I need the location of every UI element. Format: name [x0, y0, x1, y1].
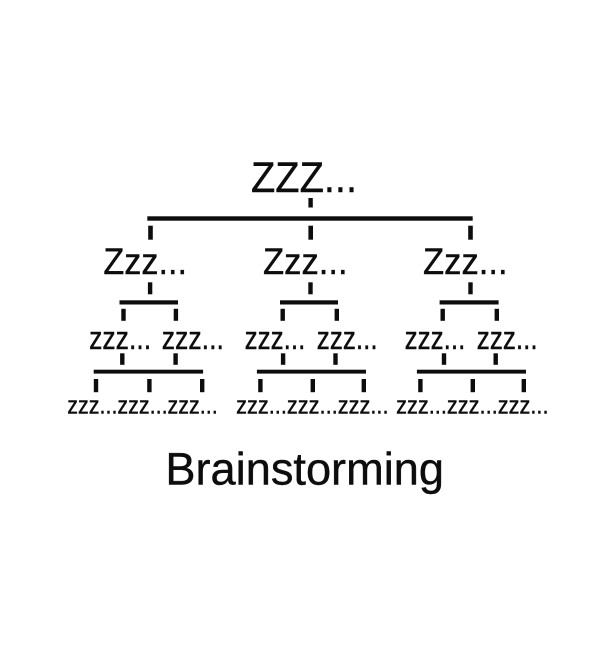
svg-text:Zzz...: Zzz...: [103, 241, 187, 282]
svg-text:Zzz...: Zzz...: [423, 241, 508, 282]
svg-text:zzz...zzz...zzz...: zzz...zzz...zzz...: [396, 393, 548, 420]
svg-text:zzz...zzz...zzz...: zzz...zzz...zzz...: [67, 393, 217, 420]
svg-text:zzz...: zzz...: [405, 320, 466, 356]
svg-text:zzz...: zzz...: [162, 320, 224, 356]
svg-text:ZZZ...: ZZZ...: [251, 154, 357, 202]
svg-text:zzz...: zzz...: [245, 320, 306, 356]
svg-text:Brainstorming: Brainstorming: [165, 444, 444, 495]
svg-text:zzz...: zzz...: [317, 320, 378, 356]
svg-text:Zzz...: Zzz...: [263, 241, 348, 282]
svg-text:zzz...zzz...zzz...: zzz...zzz...zzz...: [236, 393, 388, 420]
svg-text:zzz...: zzz...: [89, 320, 151, 356]
svg-text:zzz...: zzz...: [477, 320, 538, 356]
